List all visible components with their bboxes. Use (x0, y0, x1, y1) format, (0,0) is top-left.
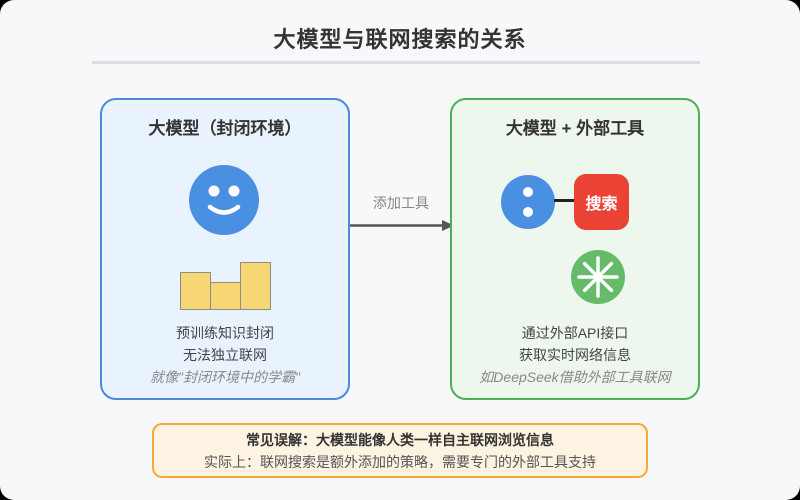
search-tool-badge: 搜索 (574, 174, 629, 230)
closed-model-panel-title: 大模型（封闭环境） (148, 119, 302, 138)
tools-line-2: 获取实时网络信息 (519, 347, 631, 363)
add-tools-arrow-icon (350, 220, 454, 231)
bar-1 (180, 272, 211, 310)
bar-3 (240, 262, 271, 310)
model-node-icon (501, 175, 555, 229)
closed-model-line-1: 预训练知识封闭 (176, 325, 274, 341)
page-title: 大模型与联网搜索的关系 (273, 27, 527, 52)
closed-model-panel: 大模型（封闭环境） 预训练知识封闭 无法独立联网 就像"封闭环境中的学霸" (100, 98, 350, 400)
tools-description: 通过外部API接口 获取实时网络信息 如DeepSeek借助外部工具联网 (452, 322, 698, 388)
bar-2 (210, 282, 241, 310)
tools-line-1: 通过外部API接口 (521, 325, 629, 341)
closed-model-description: 预训练知识封闭 无法独立联网 就像"封闭环境中的学霸" (102, 322, 348, 388)
closed-model-quote: 就像"封闭环境中的学霸" (150, 369, 300, 385)
bar-chart-icon (180, 262, 273, 310)
misconception-line: 常见误解：大模型能像人类一样自主联网浏览信息 (246, 431, 554, 448)
misconception-note: 常见误解：大模型能像人类一样自主联网浏览信息 实际上：联网搜索是额外添加的策略，… (152, 423, 648, 478)
closed-model-line-2: 无法独立联网 (183, 347, 267, 363)
reality-line: 实际上：联网搜索是额外添加的策略，需要专门的外部工具支持 (204, 453, 596, 470)
node-to-search-connector (554, 199, 575, 202)
title-divider (92, 61, 700, 64)
asterisk-wheel-icon (571, 250, 625, 304)
model-with-tools-panel: 大模型 + 外部工具 搜索 通过外部API接口 获取实时网络信息 如DeepSe… (450, 98, 700, 400)
smiley-face-icon (189, 165, 259, 235)
model-with-tools-panel-title: 大模型 + 外部工具 (505, 119, 645, 138)
tools-quote: 如DeepSeek借助外部工具联网 (479, 369, 671, 385)
add-tools-arrow-label: 添加工具 (373, 195, 429, 211)
